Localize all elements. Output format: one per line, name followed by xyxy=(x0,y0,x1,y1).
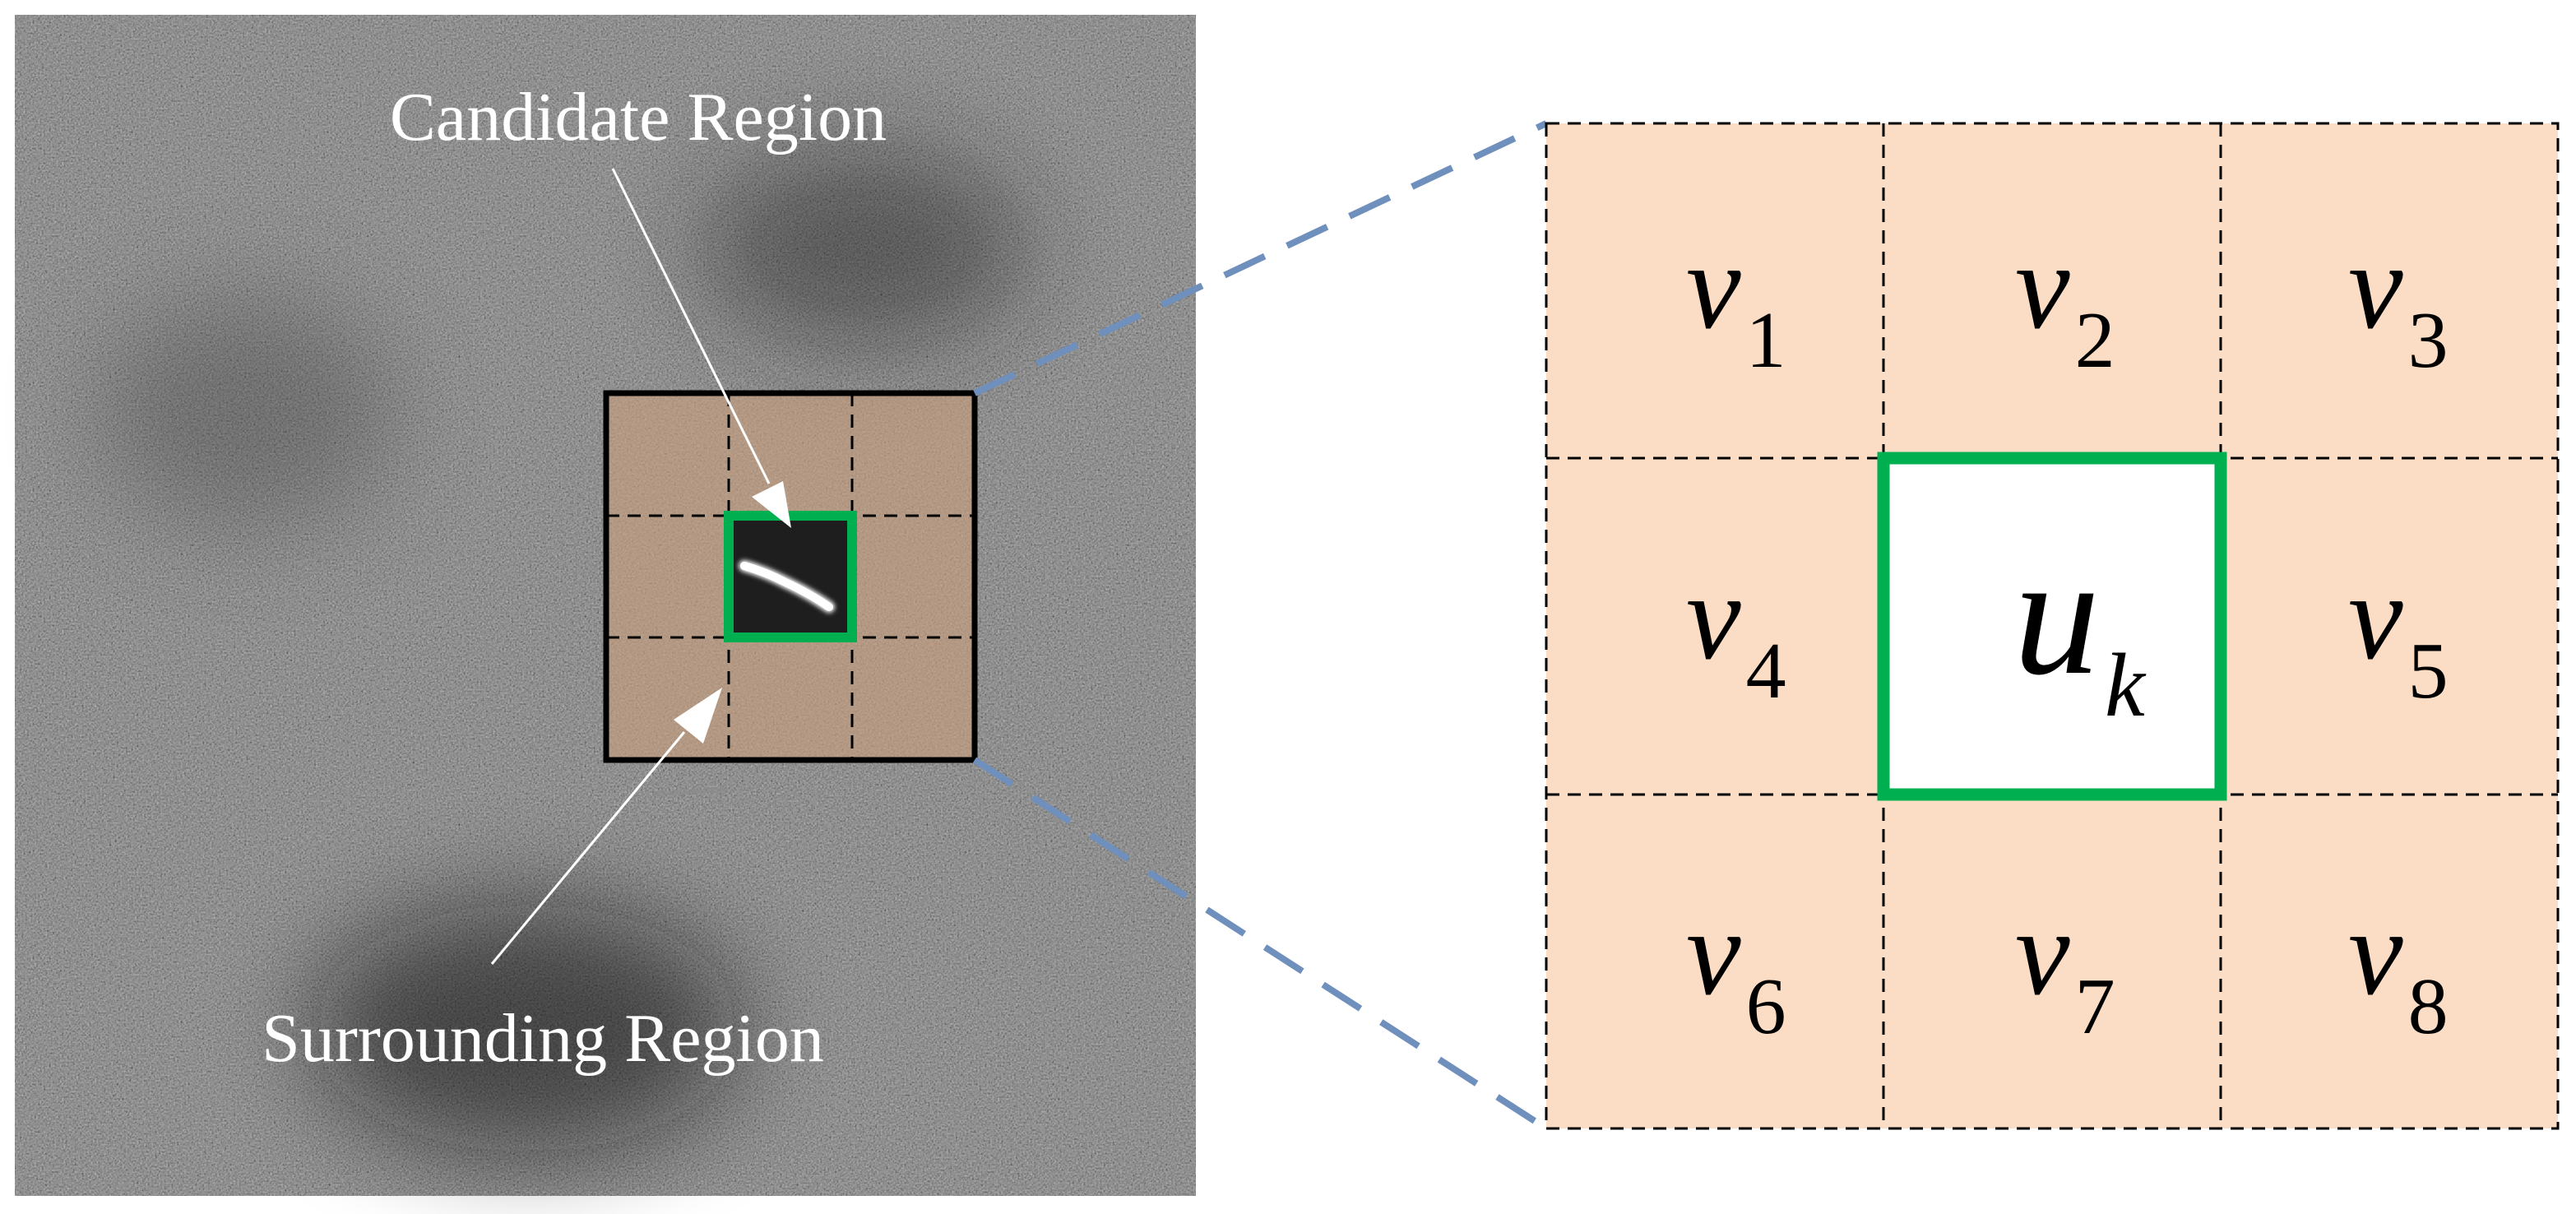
center-cell xyxy=(1883,458,2221,795)
cell-v7: v7 xyxy=(2015,884,2115,1051)
target-blob xyxy=(739,560,835,613)
cell-v5: v5 xyxy=(2348,549,2449,716)
zoomed-grid: v1 v2 v3 v4 uk v5 v6 v7 v8 xyxy=(1545,122,2560,1130)
candidate-region-label: Candidate Region xyxy=(390,79,887,155)
cell-v1: v1 xyxy=(1686,218,1786,385)
cell-v6: v6 xyxy=(1686,884,1786,1051)
candidate-region-box xyxy=(724,511,857,642)
center-cell-border xyxy=(1877,452,2227,801)
zoom-connector-lines xyxy=(972,120,1549,1132)
cell-v2: v2 xyxy=(2015,218,2115,385)
cell-v4: v4 xyxy=(1686,549,1786,716)
candidate-arrow-icon xyxy=(611,168,791,528)
center-cell-label: uk xyxy=(2013,520,2147,735)
cell-v3: v3 xyxy=(2348,218,2449,385)
cell-v8: v8 xyxy=(2348,884,2449,1051)
surrounding-region-label: Surrounding Region xyxy=(262,1000,824,1077)
surrounding-arrow-icon xyxy=(490,688,722,965)
